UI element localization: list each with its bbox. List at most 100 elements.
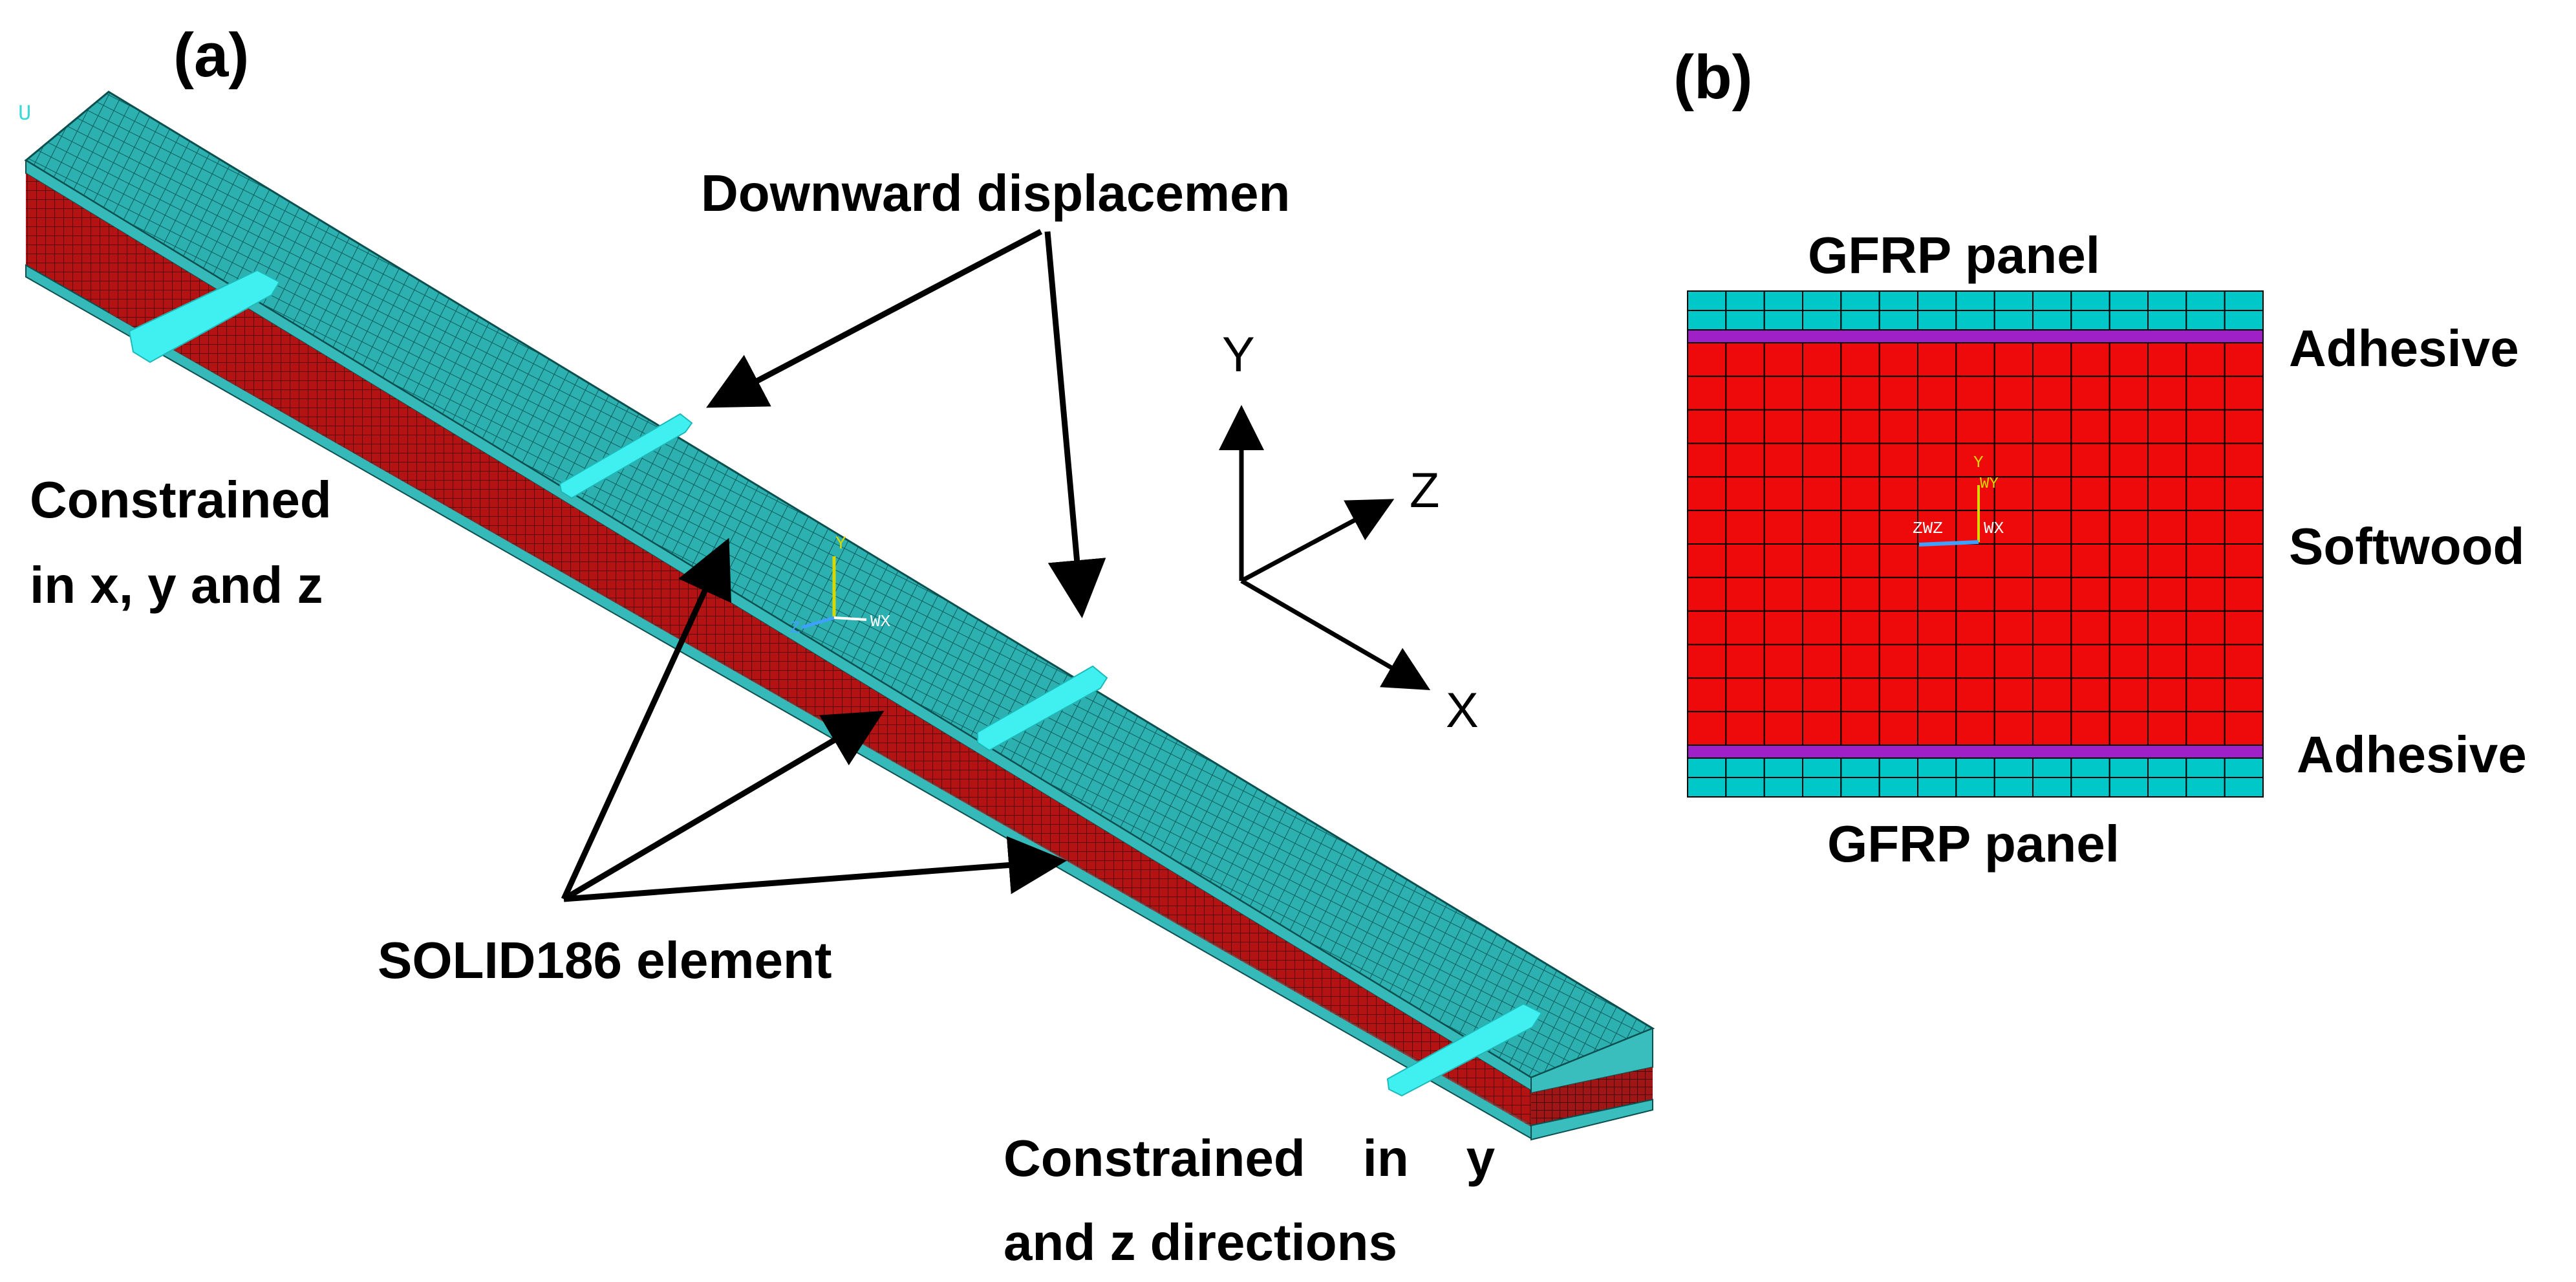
mini-triad-z: Z (790, 618, 800, 638)
softwood-mesh-cell (1763, 677, 1804, 713)
softwood-mesh-cell (2224, 610, 2264, 646)
softwood-mesh-cell (2032, 409, 2072, 444)
softwood-mesh-cell (1725, 442, 1765, 478)
gfrp-mesh-cell (1878, 290, 1919, 311)
label-constrained-yz-line1: Constrained in y (1004, 1129, 1496, 1187)
softwood-mesh-cell (1763, 476, 1804, 512)
softwood-mesh-cell (2032, 576, 2072, 612)
softwood-mesh-cell (1917, 677, 1957, 713)
softwood-mesh-cell (1878, 342, 1919, 377)
softwood-mesh-cell (2070, 677, 2110, 713)
softwood-mesh-cell (1725, 409, 1765, 444)
gfrp-mesh-cell (1993, 310, 2034, 331)
softwood-mesh-cell (1802, 610, 1842, 646)
softwood-mesh-cell (1763, 409, 1804, 444)
softwood-mesh-cell (2032, 510, 2072, 545)
gfrp-mesh-cell (1878, 757, 1919, 778)
gfrp-mesh-cell (2185, 310, 2226, 331)
softwood-mesh-cell (1763, 610, 1804, 646)
softwood-mesh-cell (2147, 711, 2187, 746)
softwood-mesh-cell (2070, 711, 2110, 746)
softwood-mesh-cell (2147, 476, 2187, 512)
softwood-mesh-cell (1687, 711, 1727, 746)
softwood-mesh-cell (1840, 677, 1880, 713)
softwood-mesh-cell (1840, 375, 1880, 411)
softwood-mesh-cell (1763, 711, 1804, 746)
softwood-mesh-cell (1878, 644, 1919, 679)
softwood-mesh-cell (2224, 375, 2264, 411)
softwood-mesh-cell (2185, 677, 2226, 713)
gfrp-mesh-cell (2147, 757, 2187, 778)
softwood-mesh-cell (2185, 409, 2226, 444)
softwood-mesh-cell (1840, 476, 1880, 512)
softwood-mesh-cell (1878, 409, 1919, 444)
softwood-mesh-cell (1687, 409, 1727, 444)
softwood-mesh-cell (1955, 342, 1995, 377)
softwood-mesh-cell (2147, 375, 2187, 411)
softwood-mesh-cell (2070, 576, 2110, 612)
softwood-mesh-cell (2147, 543, 2187, 578)
gfrp-mesh-cell (2109, 777, 2149, 798)
leader-arrows (561, 229, 1106, 902)
cross-section-softwood (1687, 342, 2264, 746)
softwood-mesh-cell (1687, 677, 1727, 713)
gfrp-mesh-cell (1687, 290, 1727, 311)
mini-triad-x: WX (870, 612, 891, 631)
gfrp-mesh-cell (1955, 310, 1995, 331)
softwood-mesh-cell (2109, 342, 2149, 377)
softwood-mesh-cell (1840, 576, 1880, 612)
gfrp-mesh-cell (2147, 310, 2187, 331)
axis-z-label: Z (1410, 463, 1439, 518)
beam-end-bottom-gfrp (1530, 1098, 1653, 1141)
gfrp-mesh-cell (1687, 757, 1727, 778)
softwood-mesh-cell (1878, 677, 1919, 713)
softwood-mesh-cell (1725, 711, 1765, 746)
softwood-mesh-cell (1802, 476, 1842, 512)
softwood-mesh-cell (1917, 476, 1957, 512)
arrow-downward-1 (706, 229, 1043, 408)
softwood-mesh-cell (1955, 677, 1995, 713)
axis-z (1240, 499, 1395, 583)
softwood-mesh-cell (2185, 342, 2226, 377)
softwood-mesh-cell (1763, 576, 1804, 612)
softwood-mesh-cell (1725, 375, 1765, 411)
softwood-mesh-cell (1840, 510, 1880, 545)
gfrp-mesh-cell (2224, 777, 2264, 798)
softwood-mesh-cell (1687, 476, 1727, 512)
softwood-mesh-cell (1725, 510, 1765, 545)
softwood-mesh-cell (1878, 442, 1919, 478)
gfrp-mesh-cell (1802, 310, 1842, 331)
softwood-mesh-cell (2032, 711, 2072, 746)
softwood-mesh-cell (1687, 510, 1727, 545)
softwood-mesh-cell (2147, 409, 2187, 444)
softwood-mesh-cell (1955, 543, 1995, 578)
softwood-mesh-cell (1802, 711, 1842, 746)
beam-bottom-gfrp-edge (25, 264, 1532, 1140)
softwood-mesh-cell (2070, 476, 2110, 512)
softwood-mesh-cell (1802, 342, 1842, 377)
arrow-solid-2 (562, 710, 885, 902)
softwood-mesh-cell (2185, 375, 2226, 411)
gfrp-mesh-cell (1917, 290, 1957, 311)
softwood-mesh-cell (1802, 576, 1842, 612)
label-softwood: Softwood (2289, 517, 2524, 575)
gfrp-mesh-cell (2070, 777, 2110, 798)
softwood-mesh-cell (2032, 644, 2072, 679)
softwood-mesh-cell (1763, 442, 1804, 478)
gfrp-mesh-cell (1840, 290, 1880, 311)
cross-section-top-gfrp (1687, 290, 2264, 331)
softwood-mesh-cell (1687, 543, 1727, 578)
mini-triad-y: Y (835, 534, 846, 554)
softwood-mesh-cell (1878, 476, 1919, 512)
softwood-mesh-cell (2109, 409, 2149, 444)
gfrp-mesh-cell (2070, 290, 2110, 311)
softwood-mesh-cell (2185, 476, 2226, 512)
softwood-mesh-cell (1687, 576, 1727, 612)
gfrp-mesh-cell (1802, 757, 1842, 778)
support-marker-right (1386, 1003, 1543, 1097)
softwood-mesh-cell (1917, 442, 1957, 478)
softwood-mesh-cell (2185, 711, 2226, 746)
softwood-mesh-cell (1840, 644, 1880, 679)
softwood-mesh-cell (1725, 543, 1765, 578)
section-mini-triad: Y WY ZWZ WX (1913, 453, 2004, 547)
